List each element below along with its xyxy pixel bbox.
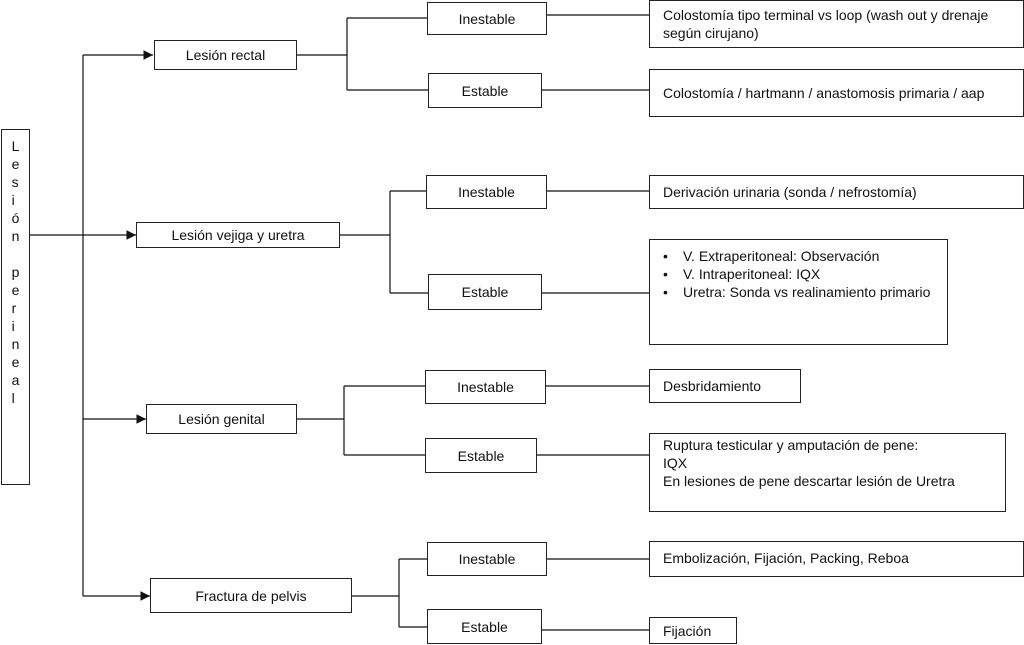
root-label-char: i	[11, 192, 15, 208]
outcome-pelvis-inestable: Embolización, Fijación, Packing, Reboa	[649, 541, 1024, 577]
outcome-rectal-estable: Colostomía / hartmann / anastomosis prim…	[649, 69, 1024, 117]
root-label-char: L	[11, 138, 20, 154]
node-label: Fractura de pelvis	[195, 587, 307, 604]
node-rectal-inestable: Inestable	[427, 2, 547, 35]
node-label: Estable	[461, 618, 508, 635]
node-genital-inestable: Inestable	[425, 370, 546, 404]
bullet-item: V. Extraperitoneal: Observación	[663, 247, 947, 265]
root-label-char: p	[11, 264, 20, 280]
outcome-text: Embolización, Fijación, Packing, Reboa	[663, 550, 909, 566]
outcome-text: Colostomía tipo terminal vs loop (wash o…	[663, 7, 989, 41]
root-label-char: e	[11, 156, 20, 172]
node-genital-estable: Estable	[425, 438, 537, 473]
outcome-vejiga-inestable: Derivación urinaria (sonda / nefrostomía…	[649, 175, 1024, 209]
outcome-line: IQX	[663, 455, 688, 471]
outcome-bullet-list: V. Extraperitoneal: Observación V. Intra…	[650, 247, 947, 301]
outcome-pelvis-estable: Fijación	[649, 617, 737, 644]
outcome-rectal-inestable: Colostomía tipo terminal vs loop (wash o…	[649, 0, 1024, 48]
node-lesion-rectal: Lesión rectal	[154, 40, 297, 70]
root-label-char: s	[11, 174, 19, 190]
outcome-text: Derivación urinaria (sonda / nefrostomía…	[663, 184, 917, 200]
bullet-item: V. Intraperitoneal: IQX	[663, 265, 947, 283]
node-vejiga-inestable: Inestable	[426, 175, 547, 209]
root-label-char: r	[11, 300, 17, 316]
outcome-genital-inestable: Desbridamiento	[649, 369, 801, 403]
root-label-char: a	[11, 372, 20, 388]
node-label: Lesión rectal	[185, 47, 266, 63]
root-label-char: e	[11, 282, 20, 298]
node-label: Lesión genital	[178, 411, 265, 427]
node-label: Inestable	[457, 379, 514, 395]
root-label-char: e	[11, 354, 20, 370]
node-label: Inestable	[458, 184, 515, 200]
bullet-item: Uretra: Sonda vs realinamiento primario	[663, 283, 947, 301]
outcome-genital-estable: Ruptura testicular y amputación de pene:…	[649, 433, 1006, 512]
node-label: Lesión vejiga y uretra	[171, 227, 305, 243]
node-label: Estable	[461, 82, 509, 99]
outcome-text: Colostomía / hartmann / anastomosis prim…	[663, 85, 985, 101]
outcome-line: Ruptura testicular y amputación de pene:	[663, 437, 919, 453]
root-label-char: ó	[11, 210, 20, 226]
node-fractura-pelvis: Fractura de pelvis	[150, 578, 352, 613]
outcome-line: En lesiones de pene descartar lesión de …	[663, 473, 955, 489]
node-label: Inestable	[458, 551, 516, 567]
node-pelvis-estable: Estable	[427, 609, 542, 644]
node-pelvis-inestable: Inestable	[427, 542, 547, 576]
node-rectal-estable: Estable	[428, 73, 542, 108]
root-label-char: n	[11, 336, 20, 352]
outcome-text: Desbridamiento	[663, 378, 762, 394]
node-label: Inestable	[458, 10, 516, 27]
outcome-vejiga-estable: V. Extraperitoneal: Observación V. Intra…	[649, 239, 948, 345]
node-lesion-vejiga-uretra: Lesión vejiga y uretra	[136, 222, 340, 248]
node-label: Estable	[461, 284, 509, 300]
root-label-char	[12, 245, 20, 263]
root-label-char: i	[11, 318, 15, 334]
node-lesion-genital: Lesión genital	[146, 404, 297, 434]
outcome-text: Fijación	[663, 622, 712, 639]
root-label-char: l	[11, 390, 15, 406]
root-label-char: n	[11, 228, 20, 244]
node-label: Estable	[457, 447, 505, 464]
node-vejiga-estable: Estable	[428, 274, 542, 310]
